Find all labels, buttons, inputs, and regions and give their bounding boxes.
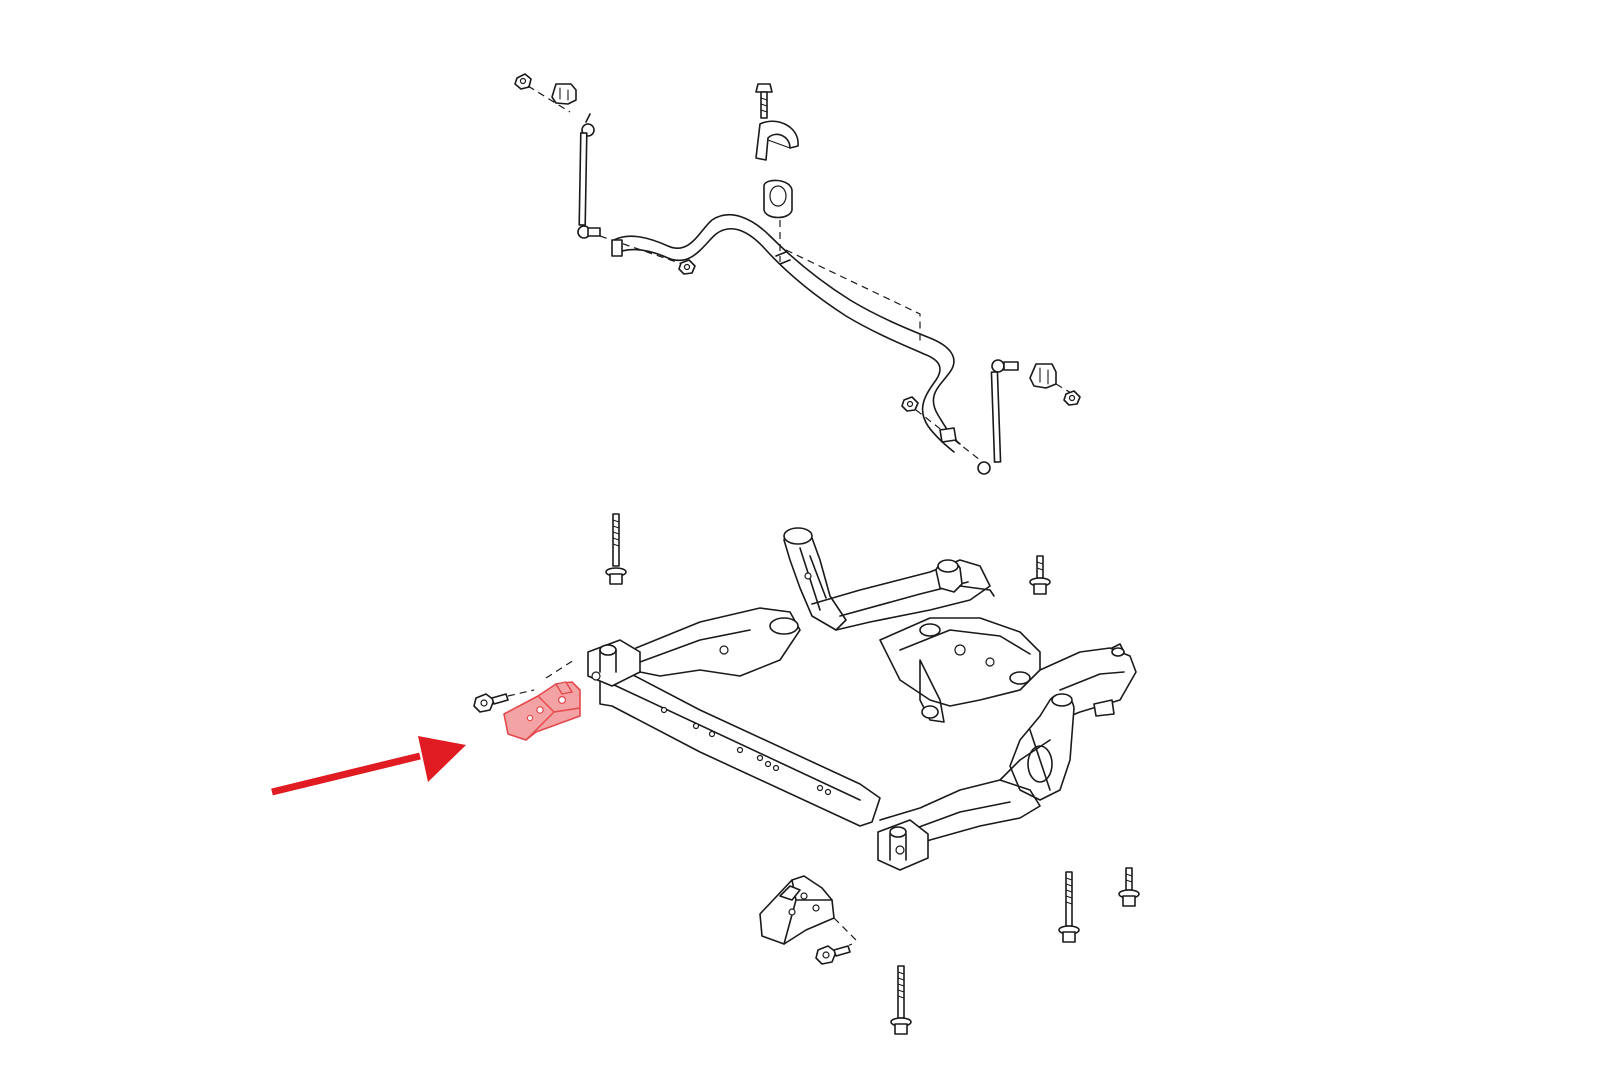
- left-top-dash: [527, 85, 571, 113]
- right-side-member: [1039, 647, 1137, 721]
- right-link-nut-top: [1063, 390, 1081, 406]
- right-rear-mount: [1093, 643, 1125, 717]
- center-dash: [779, 220, 921, 342]
- stabilizer-bar: [611, 214, 961, 453]
- highlighted-bracket-bolt: [473, 693, 509, 713]
- subframe-bolt-right-rear: [1029, 555, 1051, 595]
- subframe-bolt-front-center: [890, 965, 912, 1035]
- front-beam-holes: [660, 706, 832, 796]
- center-bushing-clamp: [755, 120, 799, 161]
- left-stabilizer-link: [577, 113, 601, 239]
- subframe-bolt-right-front-long: [1058, 871, 1080, 943]
- highlighted-bracket-dash: [507, 659, 575, 697]
- left-bushing-hole: [769, 617, 799, 635]
- upper-cross-member: [811, 559, 991, 631]
- left-side-member: [635, 607, 801, 677]
- front-subframe: [587, 527, 1137, 871]
- left-front-mount: [587, 639, 641, 687]
- center-bracket-bolt: [755, 83, 773, 119]
- right-top-dash: [1055, 383, 1077, 397]
- right-tower: [935, 559, 995, 597]
- right-stabilizer-link: [977, 359, 1019, 475]
- highlighted-subframe-bracket: [503, 681, 581, 741]
- left-link-bracket: [551, 83, 577, 105]
- left-tower: [783, 527, 847, 631]
- right-bar-end: [939, 427, 957, 443]
- subframe-bolt-right-front-short: [1118, 867, 1140, 907]
- right-front-arm: [1009, 693, 1075, 801]
- right-front-mount: [877, 819, 929, 871]
- right-mounting-bracket: [759, 875, 835, 945]
- right-bracket-dash: [833, 917, 857, 951]
- right-link-nut-bottom: [901, 396, 919, 412]
- center-section: [879, 617, 1041, 723]
- left-link-nut-bottom: [678, 259, 696, 275]
- subframe-bolt-left-rear: [605, 513, 627, 585]
- right-link-bracket: [1029, 363, 1057, 389]
- right-bracket-bolt: [815, 945, 851, 965]
- indicator-arrow: [271, 736, 466, 796]
- center-rubber-bushing: [763, 179, 793, 219]
- stabilizer-bar-assembly: [514, 73, 1081, 475]
- front-beam: [599, 663, 881, 827]
